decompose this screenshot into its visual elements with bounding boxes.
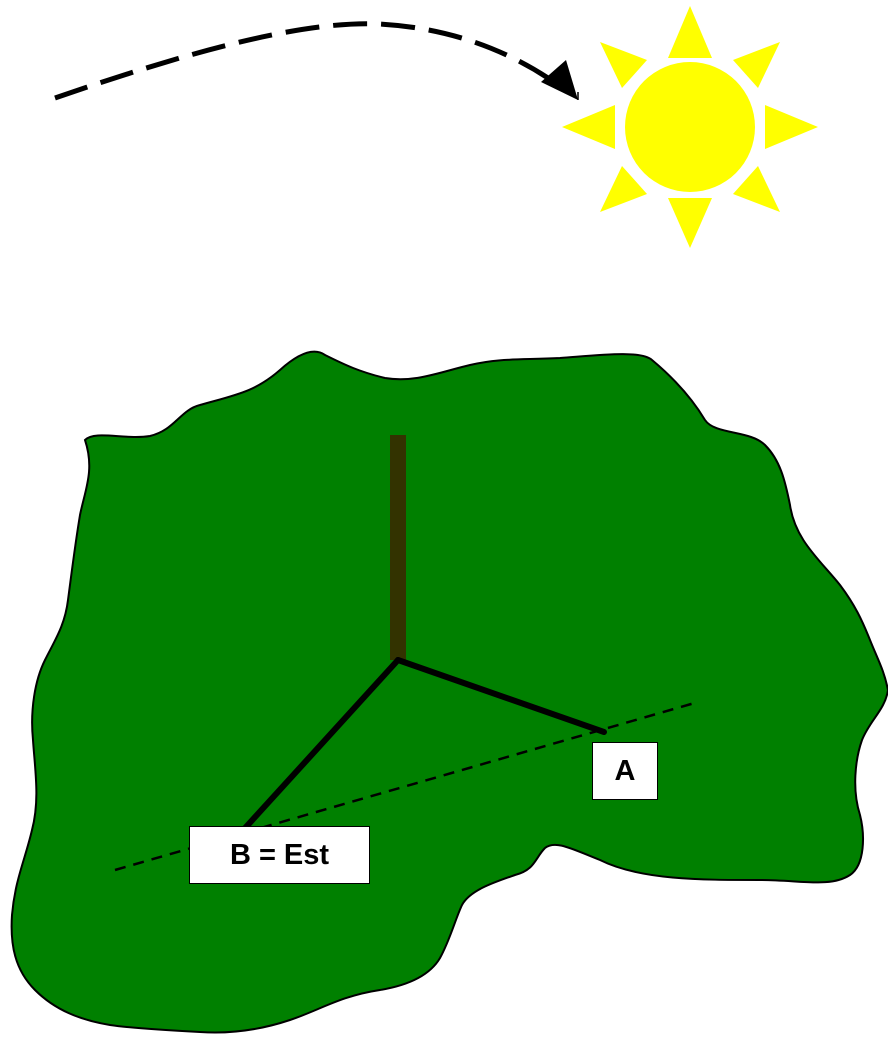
sun-ray-left	[562, 105, 615, 149]
arrowhead-icon	[541, 60, 578, 100]
sun-ray-bottom-right	[733, 166, 780, 212]
sun-ray-top-left	[600, 42, 647, 88]
ground-area	[12, 352, 888, 1033]
sun-ray-right	[765, 105, 818, 149]
point-b-east-label: B = Est	[189, 826, 370, 884]
sun-icon	[562, 6, 818, 248]
sun-ray-top	[668, 6, 712, 58]
sun-disc	[625, 62, 755, 192]
point-a-label: A	[592, 742, 658, 800]
sun-path-dashed-curve	[55, 24, 548, 98]
sun-ray-bottom-left	[600, 166, 647, 212]
sun-ray-bottom	[668, 198, 712, 248]
sun-path-arrow	[55, 24, 578, 100]
sun-ray-top-right	[733, 42, 780, 88]
